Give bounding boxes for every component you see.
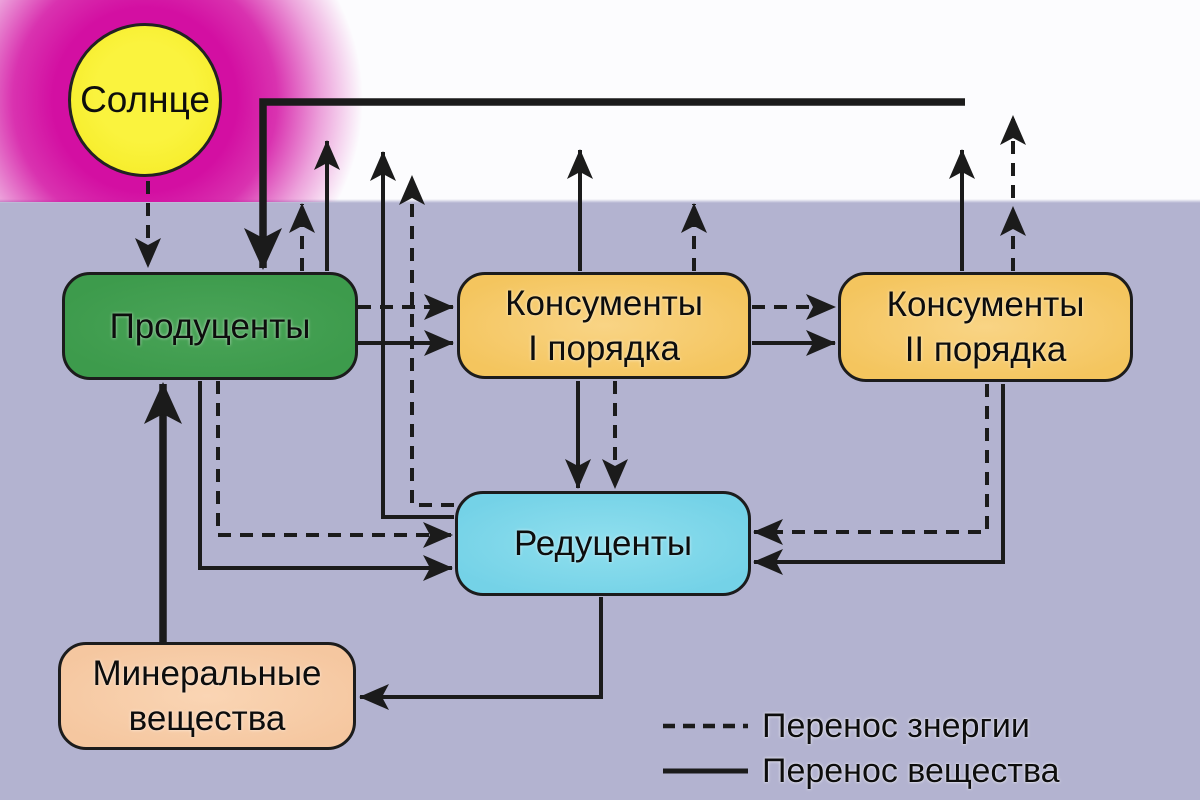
energy-arrow-producers-to-decomposers: [216, 381, 453, 548]
node-decomposers: Редуценты: [455, 491, 751, 596]
sun-node: Солнце: [68, 23, 222, 177]
legend-energy-label: Перенос знергии: [762, 707, 1030, 745]
matter-arrow-decomposers-to-minerals: [359, 597, 603, 710]
matter-arrow-consumers2-to-decomposers: [753, 384, 1005, 575]
producers-label: Продуценты: [109, 306, 311, 346]
node-minerals: Минеральные вещества: [58, 642, 356, 750]
consumers-2-label-line1: Консументы: [886, 285, 1085, 324]
energy-arrow-decomposers-up: [399, 175, 454, 507]
legend-matter-label: Перенос вещества: [762, 752, 1060, 790]
matter-arrow-decomposers-up: [370, 151, 454, 519]
decomposers-label: Редуценты: [513, 524, 693, 563]
energy-arrow-consumers2-to-decomposers: [753, 384, 989, 545]
minerals-label-line2: вещества: [128, 699, 286, 738]
consumers-2-label-line2: II порядка: [904, 330, 1067, 369]
consumers-1-label-line2: I порядка: [528, 328, 680, 368]
node-consumers-2: Консументы II порядка: [838, 272, 1133, 382]
matter-arrow-producers-to-decomposers: [198, 381, 453, 581]
consumers-1-label-line1: Консументы: [505, 283, 703, 323]
node-consumers-1: Консументы I порядка: [457, 272, 751, 379]
minerals-label-line1: Минеральные: [92, 654, 322, 693]
sun-label: Солнце: [80, 79, 210, 120]
node-producers: Продуценты: [62, 272, 358, 380]
